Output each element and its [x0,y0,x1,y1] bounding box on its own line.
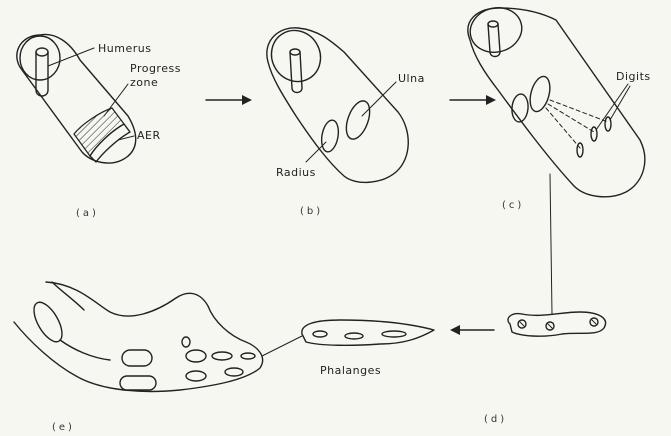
arrow-a-to-b [206,95,252,105]
label-phalanges: Phalanges [320,364,381,377]
caption-b: (b) [300,206,323,217]
arrow-b-to-c [450,95,496,105]
connector-phalanges-to-e [262,336,302,356]
progress-zone-region [74,108,124,156]
stage-b-limb-bud [262,21,408,182]
stage-e-limb [14,282,263,391]
label-digits: Digits [616,70,651,83]
label-ulna: Ulna [398,72,425,85]
arrow-d-to-phalanges [450,325,494,335]
label-aer: AER [137,129,161,142]
connector-c-to-d [550,174,552,314]
ulna-element [342,98,374,142]
caption-e: (e) [52,422,75,433]
label-humerus: Humerus [98,42,151,55]
caption-d: (d) [484,414,507,425]
label-progress-zone-line1: Progress [130,62,181,75]
phalanges-digit [302,320,434,345]
caption-a: (a) [76,208,99,219]
radius-element [319,119,340,153]
label-progress-zone-line2: zone [130,76,158,89]
label-radius: Radius [276,166,316,179]
stage-d-phalanx-cross-section [508,312,606,336]
caption-c: (c) [502,200,524,211]
